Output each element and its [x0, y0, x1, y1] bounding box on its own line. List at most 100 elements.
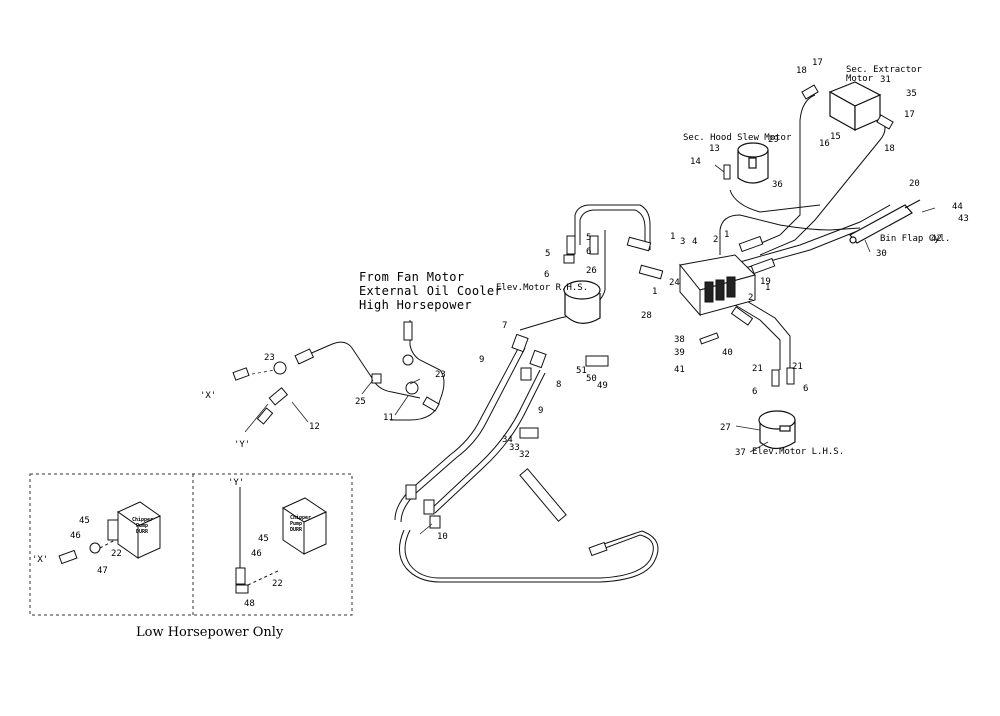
part-number: 2	[713, 235, 719, 245]
port-y-inset: 'Y'	[228, 478, 245, 488]
part-number: 50	[586, 374, 597, 384]
hood-slew-motor-shape	[737, 142, 769, 184]
part-number: 18	[884, 144, 895, 154]
part-number: 6	[803, 384, 809, 394]
port-x-main: 'X'	[200, 391, 217, 401]
hose-9-inner-b	[434, 372, 546, 514]
part-number: 29	[768, 135, 779, 145]
part-number: 22	[111, 549, 122, 559]
part-number: 51	[576, 366, 587, 376]
part-number: 1	[724, 230, 730, 240]
part-number: 36	[772, 180, 783, 190]
part-number: 3	[680, 237, 686, 247]
part-number: 24	[669, 278, 680, 288]
part-number: 21	[752, 364, 763, 374]
part-number: 30	[876, 249, 887, 259]
part-number: 25	[355, 397, 366, 407]
part-number: 9	[479, 355, 485, 365]
fittings	[232, 84, 894, 557]
hose-lower-loop	[404, 529, 654, 579]
part-number: 34	[502, 435, 513, 445]
label-elev-motor-lhs: Elev.Motor L.H.S.	[752, 447, 845, 457]
leader-lines	[244, 164, 936, 535]
low-hp-inset-box	[29, 473, 353, 616]
part-number: 22	[272, 579, 283, 589]
part-number: 39	[674, 348, 685, 358]
part-number: 41	[674, 365, 685, 375]
part-number: 23	[435, 370, 446, 380]
part-number: 49	[597, 381, 608, 391]
label-elev-motor-rhs: Elev.Motor R.H.S.	[496, 283, 589, 293]
part-number: 35	[906, 89, 917, 99]
low-hp-caption: Low Horsepower Only	[136, 625, 284, 640]
part-number: 12	[309, 422, 320, 432]
hose-to-extractor	[744, 94, 816, 251]
part-number: 1	[765, 283, 771, 293]
part-number: 7	[502, 321, 508, 331]
part-number: 1	[670, 232, 676, 242]
control-valve-block	[679, 254, 756, 317]
part-number: 44	[952, 202, 963, 212]
hose-to-elev-lhs-b	[744, 299, 791, 370]
hose-9-outer	[394, 344, 521, 521]
chipper-pump-1-text-1: Chipper	[132, 517, 154, 523]
chipper-pump-1-shape	[107, 501, 162, 559]
part-number: 42	[931, 234, 942, 244]
part-number: 17	[812, 58, 823, 68]
part-number: 14	[690, 157, 701, 167]
part-number: 19	[760, 277, 771, 287]
part-number: 40	[722, 348, 733, 358]
port-x-inset: 'X'	[32, 555, 49, 565]
label-sec-extractor-1: Sec. Extractor	[846, 65, 922, 75]
part-number: 4	[692, 237, 698, 247]
hose-main-loop	[390, 320, 445, 421]
part-number: 17	[904, 110, 915, 120]
chipper-pump-1-text-3: DURR	[136, 529, 149, 535]
part-number: 21	[792, 362, 803, 372]
bin-flap-cylinder-shape	[849, 199, 921, 244]
part-number: 23	[264, 353, 275, 363]
hose-upper-left-b	[579, 209, 646, 250]
part-number: 26	[586, 266, 597, 276]
part-number: 6	[752, 387, 758, 397]
part-number: 32	[519, 450, 530, 460]
part-number: 43	[958, 214, 969, 224]
hose-to-elev-lhs	[734, 304, 781, 370]
part-number: 38	[674, 335, 685, 345]
hose-to-hood-slew-b	[729, 189, 821, 213]
part-number: 5	[545, 249, 551, 259]
fan-motor-note-line-1: From Fan Motor	[359, 270, 465, 284]
elev-motor-lhs-shape	[758, 410, 796, 450]
part-number: 15	[830, 132, 841, 142]
hose-12-to-23	[299, 341, 421, 399]
label-sec-extractor-2: Motor	[846, 74, 874, 84]
part-number: 48	[244, 599, 255, 609]
chipper-pump-2-text-1: Chipper	[290, 515, 312, 521]
part-number: 1	[652, 287, 658, 297]
hose-upper-left	[574, 204, 651, 250]
part-number: 11	[383, 413, 394, 423]
part-number: 28	[641, 311, 652, 321]
port-y-main: 'Y'	[234, 440, 251, 450]
part-number: 20	[909, 179, 920, 189]
chipper-pump-2-text-3: DURR	[290, 527, 303, 533]
part-number: 27	[720, 423, 731, 433]
part-number: 33	[509, 443, 520, 453]
part-number: 6	[544, 270, 550, 280]
elev-motor-rhs-shape	[563, 280, 601, 324]
fan-motor-note-line-3: High Horsepower	[359, 298, 472, 312]
label-bin-flap-cyl: Bin Flap Cyl.	[880, 234, 951, 244]
part-number: 18	[796, 66, 807, 76]
part-number: 46	[251, 549, 262, 559]
extractor-motor-shape	[828, 81, 882, 132]
part-number: 37	[735, 448, 746, 458]
part-number: 6	[586, 247, 592, 257]
fan-motor-note-line-2: External Oil Cooler	[359, 284, 502, 298]
chipper-pump-2-text-2: Pump	[290, 521, 303, 527]
part-number: 46	[70, 531, 81, 541]
part-number: 13	[709, 144, 720, 154]
hose-9-inner	[429, 369, 541, 511]
part-number: 2	[748, 293, 754, 303]
part-number: 8	[556, 380, 562, 390]
